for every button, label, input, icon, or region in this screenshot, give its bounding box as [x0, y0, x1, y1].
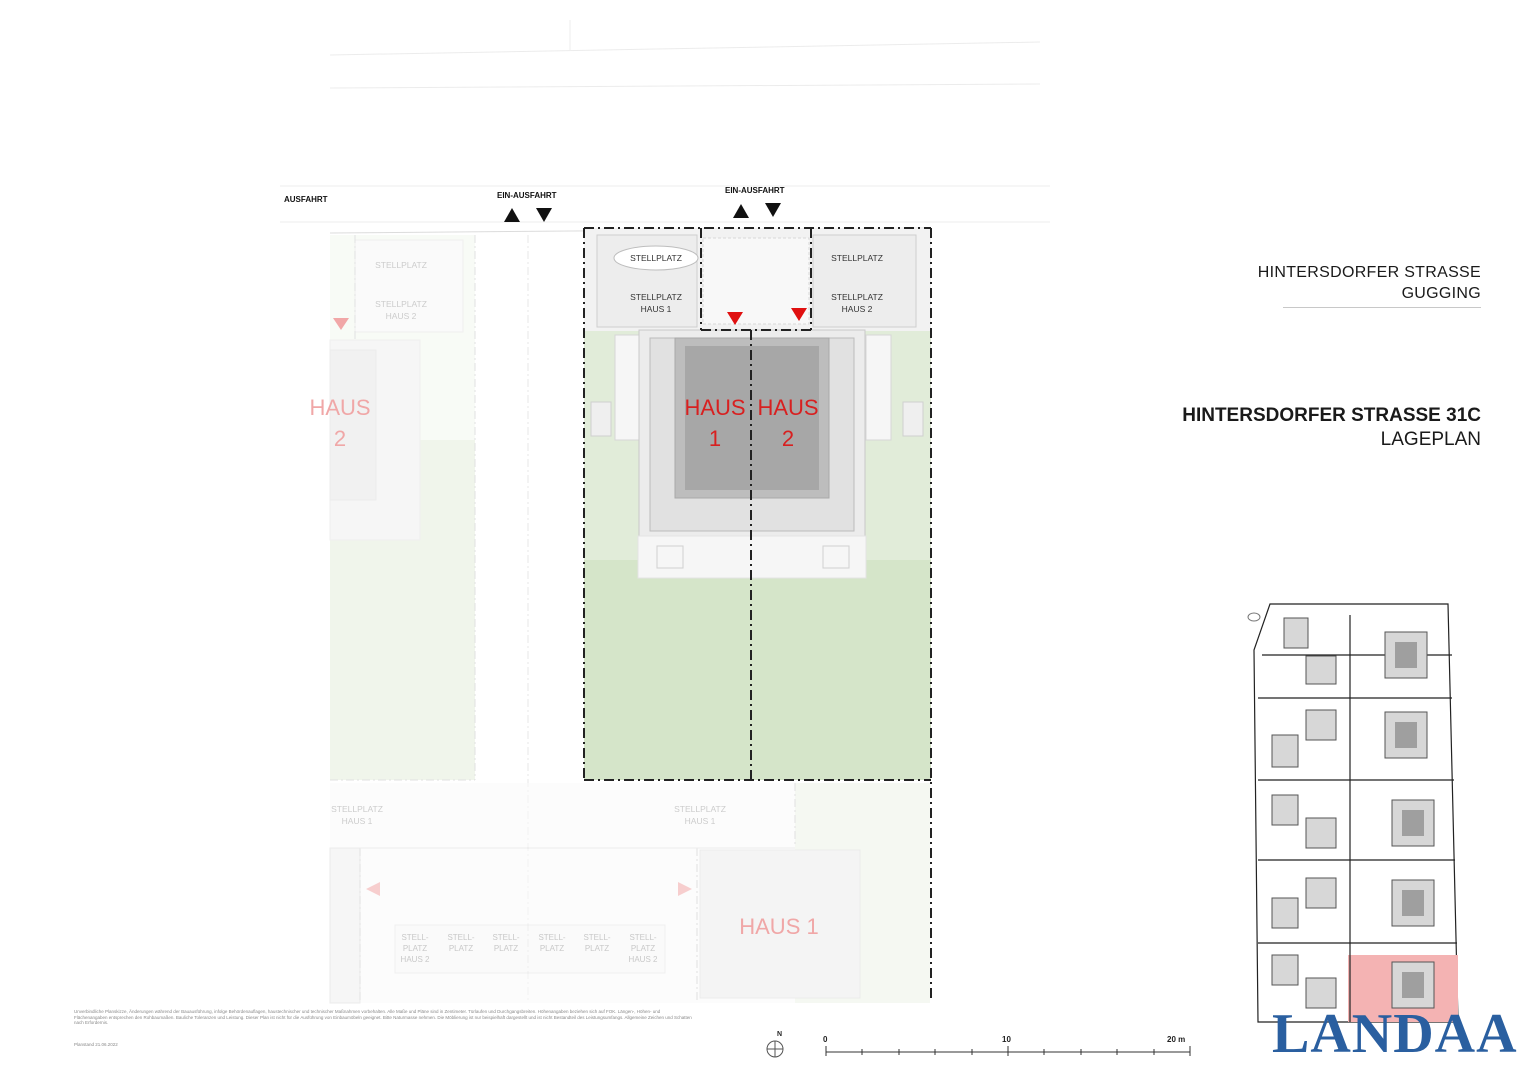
project-title: HINTERSDORFER STRASSE 31C LAGEPLAN: [1182, 404, 1481, 452]
bottom-parking-3-l1: STELL-: [492, 933, 519, 942]
bottom-parking-1-l1: STELL-: [401, 933, 428, 942]
bottom-parking-1-l2: PLATZ: [403, 944, 427, 953]
ghost-parking-left-b-line2: HAUS 2: [386, 311, 417, 321]
parking-top-left-b-line1: STELLPLATZ: [630, 292, 682, 302]
haus1-number: 1: [709, 426, 721, 451]
ausfahrt-label: AUSFAHRT: [284, 195, 328, 204]
bottom-parking-5-l1: STELL-: [583, 933, 610, 942]
brand-logo: LANDAA: [1272, 1003, 1518, 1065]
north-arrow-icon: [766, 1040, 784, 1058]
bottom-parking-5-l2: PLATZ: [585, 944, 609, 953]
main-plot: [583, 227, 932, 1000]
bottom-parking-1-l3: HAUS 2: [401, 955, 430, 964]
parking-top-left-a: STELLPLATZ: [630, 253, 682, 263]
scale-bar: [825, 1046, 1191, 1056]
haus2-word: HAUS: [757, 395, 818, 420]
parking-top-right-b-line2: HAUS 2: [842, 304, 873, 314]
ghost-parking-left-b-line1: STELLPLATZ: [375, 299, 427, 309]
ghost-haus-left-number: 2: [334, 426, 346, 451]
parking-top-right-b-line1: STELLPLATZ: [831, 292, 883, 302]
scale-tick-0: 0: [823, 1035, 828, 1044]
ghost-parking-labels: STELLPLATZ STELLPLATZ HAUS 2 STELLPLATZ …: [331, 260, 726, 826]
street-lines: [280, 20, 1050, 234]
ghost-parking-bottom-left-line2: HAUS 1: [342, 816, 373, 826]
bottom-parking-6-l1: STELL-: [629, 933, 656, 942]
overview-map: [1253, 603, 1459, 1023]
access-labels: AUSFAHRT EIN-AUSFAHRT EIN-AUSFAHRT: [284, 186, 785, 204]
parking-labels: STELLPLATZ STELLPLATZ HAUS 1 STELLPLATZ …: [630, 253, 883, 314]
bottom-parking-6-l2: PLATZ: [631, 944, 655, 953]
bottom-parking-3-l2: PLATZ: [494, 944, 518, 953]
house-labels: HAUS 1 HAUS 2: [684, 395, 818, 451]
haus2-number: 2: [782, 426, 794, 451]
bottom-parking-4-l1: STELL-: [538, 933, 565, 942]
scale-tick-20: 20 m: [1167, 1035, 1185, 1044]
project-name: HINTERSDORFER STRASSE 31C: [1182, 405, 1481, 426]
street-title: HINTERSDORFER STRASSE GUGGING: [1258, 262, 1481, 304]
parking-top-left-b-line2: HAUS 1: [641, 304, 672, 314]
neighbour-plot-left: [329, 235, 529, 1000]
north-label: N: [777, 1031, 782, 1038]
ghost-parking-left-a: STELLPLATZ: [375, 260, 427, 270]
ghost-parking-bottom-left-line1: STELLPLATZ: [331, 804, 383, 814]
disclaimer-notes: Unverbindliche Planskizze, Änderungen wä…: [74, 1009, 692, 1025]
ghost-parking-bottom-mid-line1: STELLPLATZ: [674, 804, 726, 814]
ghost-house-labels: HAUS 2 HAUS 1: [309, 395, 818, 939]
bottom-parking-2-l2: PLATZ: [449, 944, 473, 953]
ghost-haus-bottom: HAUS 1: [739, 914, 818, 939]
plan-type: LAGEPLAN: [1380, 429, 1481, 450]
title-divider: [1283, 307, 1481, 308]
scale-tick-10: 10: [1002, 1035, 1011, 1044]
street-line1: HINTERSDORFER STRASSE: [1257, 264, 1481, 281]
ein-ausfahrt-left-label: EIN-AUSFAHRT: [497, 191, 557, 200]
neighbour-plots-bottom: [329, 783, 930, 1004]
ein-ausfahrt-right-label: EIN-AUSFAHRT: [725, 186, 785, 195]
bottom-parking-labels: STELL- PLATZ HAUS 2 STELL- PLATZ STELL- PLATZ S…: [401, 933, 658, 964]
bottom-parking-4-l2: PLATZ: [540, 944, 564, 953]
street-line2: GUGGING: [1401, 285, 1481, 302]
scale-labels: 0 10 20 m N: [777, 1031, 1185, 1044]
bottom-parking-6-l3: HAUS 2: [629, 955, 658, 964]
ghost-parking-bottom-mid-line2: HAUS 1: [685, 816, 716, 826]
compass-mini-icon: [1247, 612, 1261, 622]
haus1-word: HAUS: [684, 395, 745, 420]
plan-date: Planstand 21.06.2022: [74, 1042, 118, 1047]
access-arrows: [333, 203, 781, 330]
parking-top-right-a: STELLPLATZ: [831, 253, 883, 263]
bottom-parking-2-l1: STELL-: [447, 933, 474, 942]
ghost-haus-left-word: HAUS: [309, 395, 370, 420]
